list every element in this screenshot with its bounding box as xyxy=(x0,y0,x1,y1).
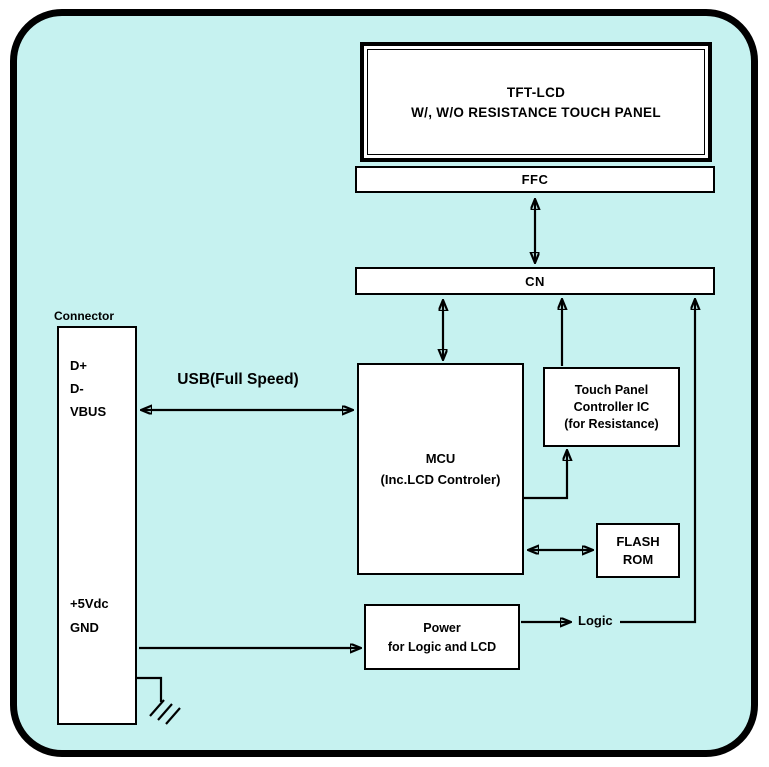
tft-lcd-block: TFT-LCD W/, W/O RESISTANCE TOUCH PANEL xyxy=(360,42,712,162)
touch-line2: Controller IC xyxy=(573,399,650,414)
cn-block: CN xyxy=(355,267,715,295)
touch-panel-controller-block: Touch Panel Controller IC (for Resistanc… xyxy=(543,367,680,447)
power-block: Power for Logic and LCD xyxy=(364,604,520,670)
pin-d-minus: D- xyxy=(70,381,84,396)
tft-lcd-subtitle: W/, W/O RESISTANCE TOUCH PANEL xyxy=(411,104,661,120)
touch-line3: (for Resistance) xyxy=(564,416,659,431)
pin-vbus: VBUS xyxy=(70,404,107,419)
flash-line2: ROM xyxy=(622,552,654,567)
mcu-title: MCU xyxy=(425,451,456,466)
power-line2: for Logic and LCD xyxy=(387,639,497,654)
mcu-block: MCU (Inc.LCD Controler) xyxy=(357,363,524,575)
pin-5vdc: +5Vdc xyxy=(70,596,109,611)
tft-lcd-inner-frame: TFT-LCD W/, W/O RESISTANCE TOUCH PANEL xyxy=(367,49,705,155)
usb-full-speed-label: USB(Full Speed) xyxy=(177,371,299,388)
ffc-label: FFC xyxy=(521,172,549,187)
power-line1: Power xyxy=(423,620,461,635)
flash-line1: FLASH xyxy=(616,534,660,549)
connector-title: Connector xyxy=(54,309,114,323)
logic-label: Logic xyxy=(578,613,613,628)
ffc-block: FFC xyxy=(355,166,715,193)
pin-gnd: GND xyxy=(70,620,99,635)
cn-label: CN xyxy=(525,273,545,289)
mcu-subtitle: (Inc.LCD Controler) xyxy=(380,472,501,487)
tft-lcd-title: TFT-LCD xyxy=(506,84,566,100)
connector-block: D+ D- VBUS +5Vdc GND xyxy=(57,326,137,725)
pin-d-plus: D+ xyxy=(70,358,87,373)
touch-line1: Touch Panel xyxy=(574,382,649,397)
flash-rom-block: FLASH ROM xyxy=(596,523,680,578)
